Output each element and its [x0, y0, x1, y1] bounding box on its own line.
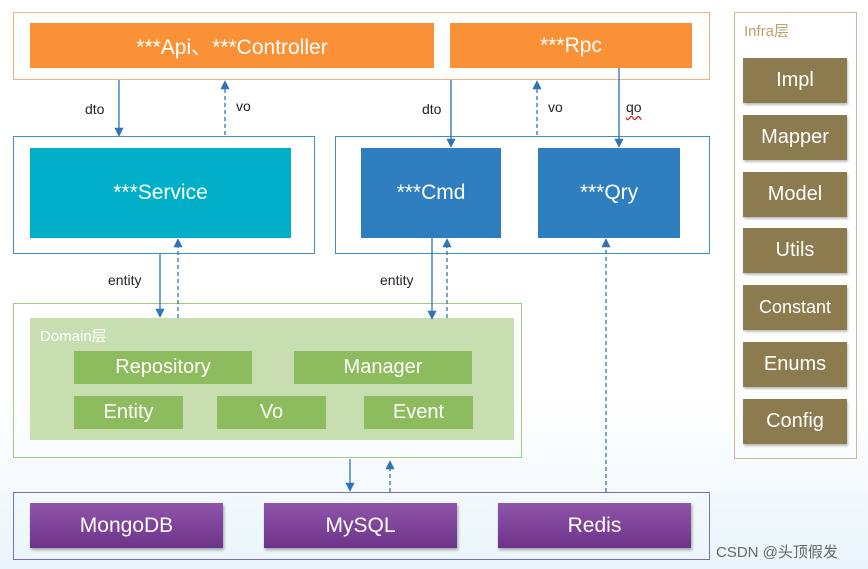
entity-box: Entity — [74, 396, 183, 429]
api-controller-box: ***Api、***Controller — [30, 23, 434, 68]
infra-item-label: Config — [766, 409, 824, 432]
redis-label: Redis — [567, 513, 622, 537]
mysql-label: MySQL — [325, 513, 396, 537]
rpc-label: ***Rpc — [540, 33, 602, 57]
event-label: Event — [392, 401, 445, 423]
redis-box: Redis — [498, 503, 691, 548]
storage-layer-frame — [13, 492, 710, 560]
manager-label: Manager — [343, 356, 423, 378]
manager-box: Manager — [294, 351, 472, 384]
vo-box: Vo — [217, 396, 326, 429]
domain-layer-frame — [13, 303, 522, 458]
infra-item-label: Constant — [758, 297, 832, 318]
dto-label-left: dto — [85, 101, 105, 117]
repository-box: Repository — [74, 351, 252, 384]
service-layer-frame — [13, 136, 315, 254]
vo-label: Vo — [259, 401, 284, 423]
mongodb-box: MongoDB — [30, 503, 223, 548]
event-box: Event — [364, 396, 473, 429]
rpc-box: ***Rpc — [450, 23, 692, 68]
cmd-qry-layer-frame — [335, 136, 710, 254]
entity-label-left: entity — [108, 272, 142, 288]
top-layer-frame — [13, 12, 710, 80]
dto-label-right: dto — [422, 101, 442, 117]
infra-layer-frame — [734, 12, 857, 459]
infra-item-model: Model — [743, 171, 847, 217]
repository-label: Repository — [115, 356, 211, 378]
infra-item-config: Config — [743, 398, 847, 444]
infra-item-label: Model — [767, 182, 823, 205]
infra-list: Impl Mapper Model Utils Constant Enums C… — [743, 58, 847, 444]
infra-item-label: Utils — [775, 239, 815, 262]
infra-item-impl: Impl — [743, 58, 847, 103]
infra-item-constant: Constant — [743, 285, 847, 331]
service-label: ***Service — [113, 181, 208, 204]
vo-label-left: vo — [236, 98, 251, 114]
infra-item-mapper: Mapper — [743, 114, 847, 160]
vo-label-right: vo — [548, 99, 563, 115]
infra-item-label: Mapper — [761, 125, 829, 148]
entity-label-right: entity — [380, 272, 414, 288]
infra-item-enums: Enums — [743, 341, 847, 387]
api-controller-label: ***Api、***Controller — [136, 35, 328, 59]
domain-title: Domain层 — [40, 328, 107, 345]
infra-item-label: Impl — [776, 69, 814, 91]
entity-label: Entity — [103, 401, 154, 423]
qry-label: ***Qry — [579, 181, 639, 204]
infra-item-label: Enums — [763, 352, 827, 375]
mysql-box: MySQL — [264, 503, 457, 548]
qry-box: ***Qry — [538, 148, 680, 238]
service-box: ***Service — [30, 148, 291, 238]
cmd-box: ***Cmd — [361, 148, 501, 238]
infra-item-utils: Utils — [743, 228, 847, 274]
qo-label: qo — [626, 99, 642, 115]
cmd-label: ***Cmd — [396, 181, 466, 204]
mongodb-label: MongoDB — [79, 513, 174, 537]
infra-title: Infra层 — [744, 23, 790, 40]
watermark: CSDN @头顶假发 — [716, 544, 838, 561]
